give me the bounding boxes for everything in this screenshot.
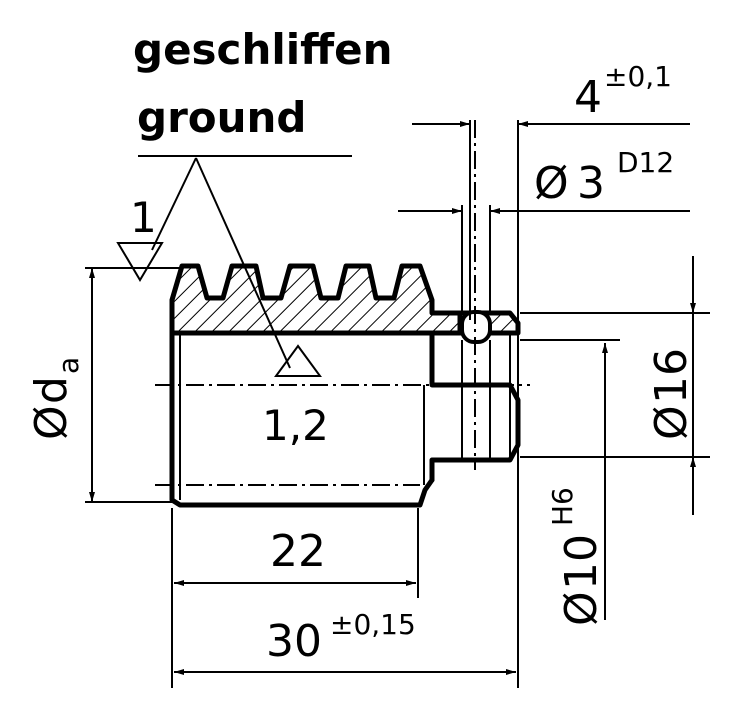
pin-hole-value: 3 — [577, 158, 605, 209]
bore-dia-tolerance: H6 — [546, 487, 579, 526]
hub-dia-prefix: Ø — [646, 405, 697, 440]
groove-width-tolerance: ±0,1 — [604, 60, 672, 93]
bore-dia-prefix: Ø — [556, 591, 607, 626]
pin-hole-tolerance: D12 — [617, 146, 674, 179]
extension-lines — [85, 120, 710, 688]
thread-section-hatched — [169, 263, 463, 336]
pin-hole-prefix: Ø — [534, 158, 569, 209]
hub-dia-value: 16 — [646, 348, 697, 404]
total-length-value: 30 — [266, 616, 322, 667]
surface-finish-bore-icon — [274, 344, 322, 377]
bore-dia-value: 10 — [556, 534, 607, 590]
ground-note-english: ground — [137, 93, 307, 142]
outer-dia-subscript: a — [52, 357, 85, 374]
thread-length-value: 22 — [270, 526, 326, 577]
outer-dia-value: d — [26, 376, 77, 404]
surface-finish-outer-icon — [116, 242, 164, 282]
worm-shaft-body — [169, 263, 521, 508]
surface-finish-bore-value: 1,2 — [262, 401, 329, 450]
groove-width-value: 4 — [574, 72, 602, 123]
total-length-tolerance: ±0,15 — [330, 608, 416, 641]
outer-dia-prefix: Ø — [26, 405, 77, 440]
ground-note-german: geschliffen — [133, 25, 393, 74]
surface-finish-outer-value: 1 — [130, 193, 157, 242]
